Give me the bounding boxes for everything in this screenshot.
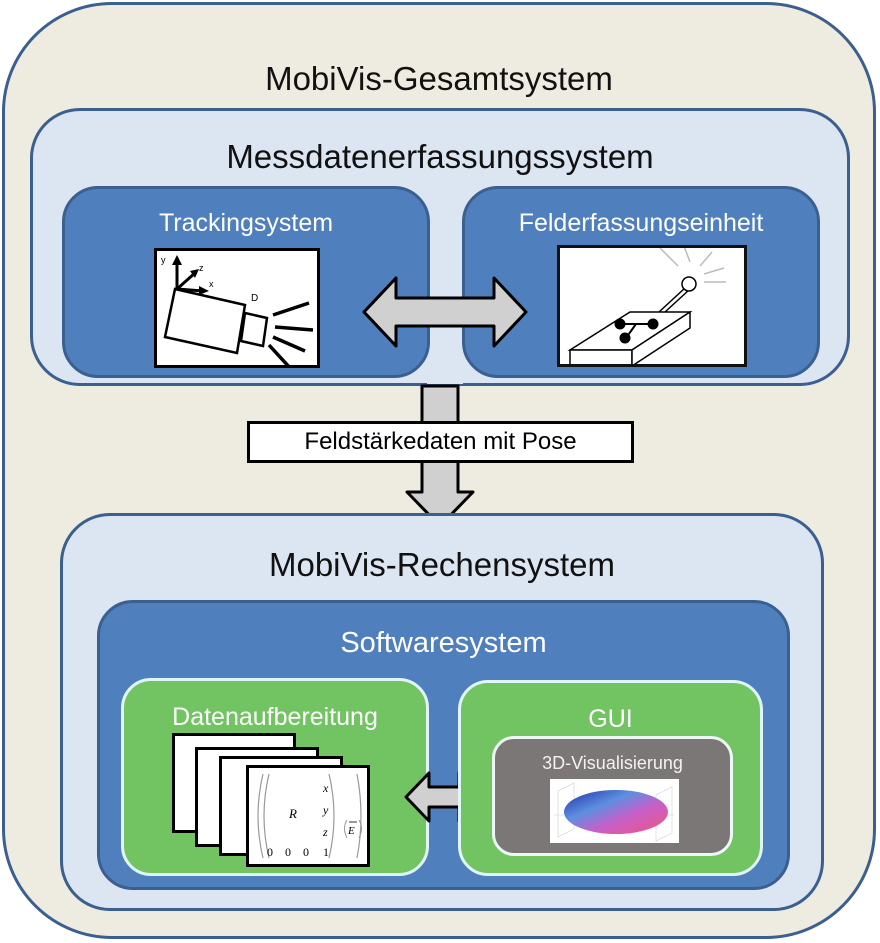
tracking-camera-icon: y z x D	[161, 255, 314, 371]
matrix-zero: 0	[285, 845, 291, 859]
connector-gap	[427, 200, 463, 384]
matrix-z: z	[322, 825, 328, 839]
transformation-matrix: R x y z 1 0 0 0 E	[257, 773, 362, 859]
tracking-title: Trackingsystem	[158, 209, 334, 237]
software-title: Softwaresystem	[340, 627, 547, 659]
matrix-r: R	[288, 806, 297, 821]
matrix-x: x	[322, 781, 329, 795]
vector-e: E	[347, 825, 355, 837]
compute-title: MobiVis-Rechensystem	[268, 546, 616, 583]
outer-title: MobiVis-Gesamtsystem	[265, 60, 613, 97]
double-arrow-icon	[362, 276, 528, 348]
field-unit-image	[557, 245, 747, 368]
viz-title: 3D-Visualisierung	[542, 753, 683, 773]
processing-title: Datenaufbereitung	[172, 703, 378, 731]
matrix-y: y	[322, 803, 329, 817]
tracking-camera-image: y z x D	[154, 248, 320, 371]
acquisition-title: Messdatenerfassungssystem	[226, 138, 654, 175]
matrix-zero: 0	[303, 845, 309, 859]
axis-z-label: z	[199, 263, 204, 273]
axis-y-label: y	[161, 255, 166, 265]
axis-x-label: x	[209, 279, 214, 289]
bidirectional-arrow-top	[362, 276, 528, 348]
field-sensor-device-icon	[567, 245, 726, 368]
matrix-zero: 0	[267, 845, 273, 859]
3d-ellipsoid-plot	[554, 782, 674, 842]
field-unit-title: Felderfassungseinheit	[518, 209, 764, 237]
gui-title: GUI	[588, 705, 633, 733]
matrix-one: 1	[323, 845, 329, 859]
viz-image	[550, 779, 679, 843]
device-d-label: D	[251, 293, 258, 304]
matrix-card-front: R x y z 1 0 0 0 E	[246, 765, 370, 867]
data-flow-label: Feldstärkedaten mit Pose	[247, 421, 634, 463]
